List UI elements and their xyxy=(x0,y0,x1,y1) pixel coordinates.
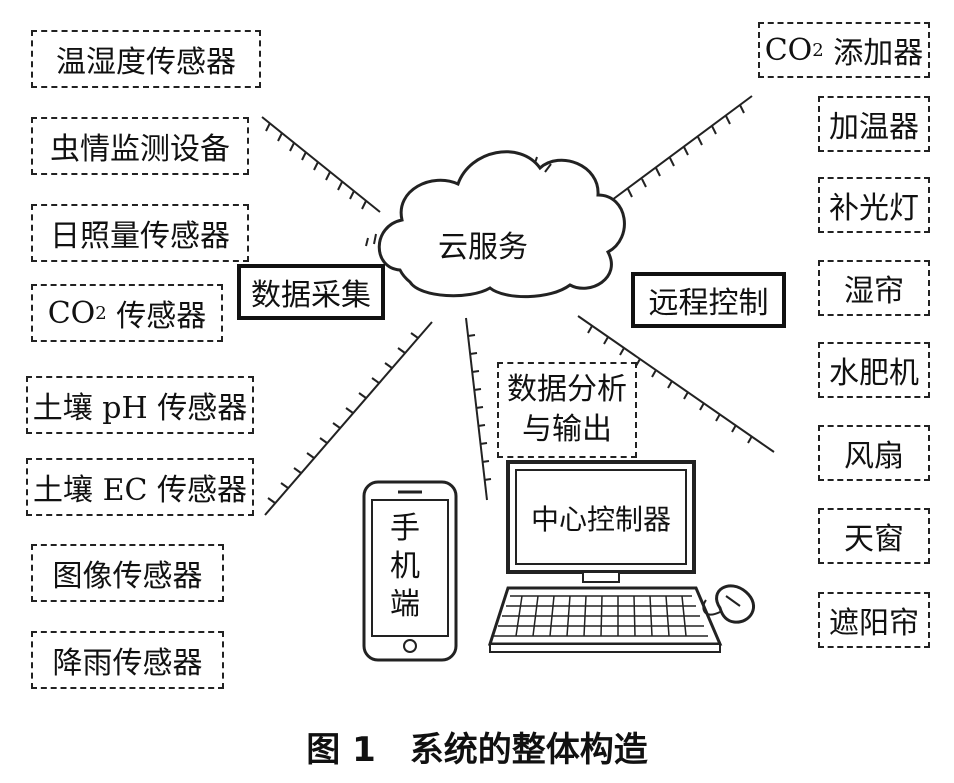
actuator-heater: 加温器 xyxy=(818,96,930,152)
phone-label: 手 机 端 xyxy=(390,511,420,622)
controller-label: 中心控制器 xyxy=(530,503,671,536)
actuator-fertigation: 水肥机 xyxy=(818,342,930,398)
sensor-rainfall: 降雨传感器 xyxy=(31,631,224,689)
sensor-soil-ph: 土壤 pH 传感器 xyxy=(26,376,254,434)
phone-drawing xyxy=(362,480,458,662)
actuator-shade: 遮阳帘 xyxy=(818,592,930,648)
remote-control-box: 远程控制 xyxy=(631,272,786,328)
link-actuators xyxy=(611,95,753,201)
actuator-wet-curtain: 湿帘 xyxy=(818,260,930,316)
figure-caption: 图 1 系统的整体构造 xyxy=(306,730,648,770)
sensor-temp-humidity: 温湿度传感器 xyxy=(31,30,261,88)
actuator-grow-light: 补光灯 xyxy=(818,177,930,233)
actuator-fan: 风扇 xyxy=(818,425,930,481)
actuator-skylight: 天窗 xyxy=(818,508,930,564)
sensor-image: 图像传感器 xyxy=(31,544,224,602)
analysis-box: 数据分析 与输出 xyxy=(497,362,637,458)
sensor-sunlight: 日照量传感器 xyxy=(31,204,249,262)
sensor-soil-ec: 土壤 EC 传感器 xyxy=(26,458,254,516)
analysis-line-1: 数据分析 xyxy=(507,372,627,407)
link-phone xyxy=(465,317,488,501)
cloud-label: 云服务 xyxy=(438,230,528,265)
sensor-pest-monitor: 虫情监测设备 xyxy=(31,117,249,175)
link-sensors-lower xyxy=(264,321,433,516)
analysis-line-2: 与输出 xyxy=(522,412,612,447)
cloud-shape xyxy=(377,150,626,299)
computer-drawing xyxy=(487,460,755,653)
data-collection-box: 数据采集 xyxy=(237,264,385,320)
link-sensors-upper xyxy=(261,116,381,213)
link-controller xyxy=(577,315,775,453)
